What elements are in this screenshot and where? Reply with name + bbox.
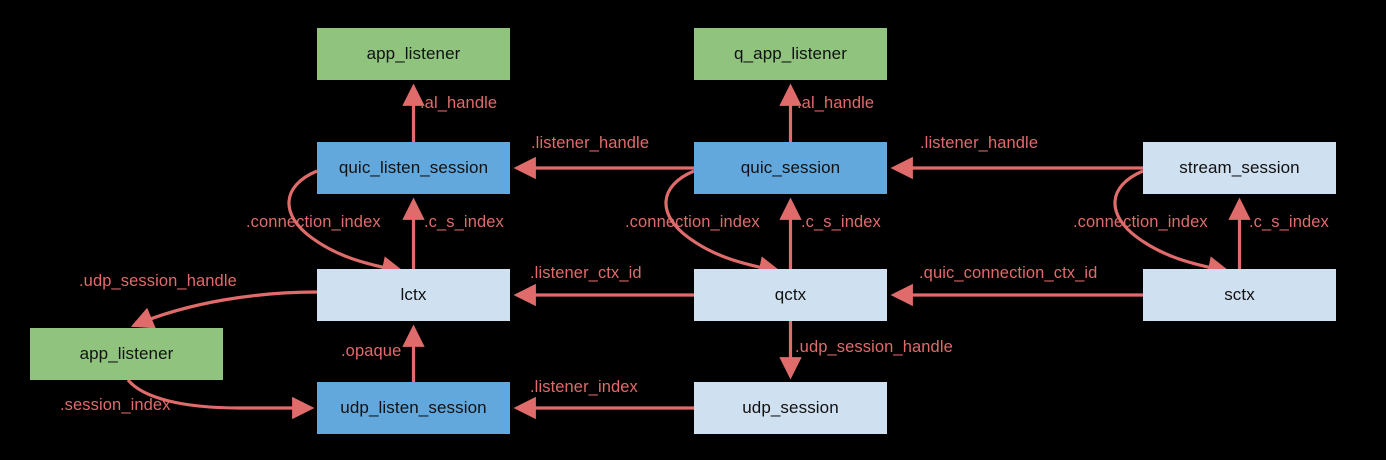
edge-label-connection-index-right: .connection_index [1073,213,1208,231]
node-label: stream_session [1179,158,1300,177]
edge-connection-index-right [1113,169,1231,279]
edge-connection-index-mid [664,169,782,279]
node-label: udp_session [742,398,839,417]
edge-udp-session-handle-left [130,290,318,329]
edge-label-connection-index-left: .connection_index [246,213,381,231]
node-lctx[interactable]: lctx [317,269,510,321]
node-quic-session[interactable]: quic_session [694,142,887,194]
edge-label-c-s-index-left: .c_s_index [424,213,504,231]
node-stream-session[interactable]: stream_session [1143,142,1336,194]
node-udp-listen-session[interactable]: udp_listen_session [317,382,510,434]
node-app-listener-top[interactable]: app_listener [317,28,510,80]
node-label: lctx [400,285,427,304]
edge-label-al-handle-right: .al_handle [797,94,875,112]
node-q-app-listener[interactable]: q_app_listener [694,28,887,80]
edge-label-connection-index-mid: .connection_index [625,213,760,231]
edge-label-listener-handle-right: .listener_handle [920,134,1039,152]
edge-label-udp-session-handle-left: .udp_session_handle [79,272,237,290]
node-label: sctx [1224,285,1255,304]
node-qctx[interactable]: qctx [694,269,887,321]
node-label: q_app_listener [734,44,847,63]
edge-label-listener-handle-left: .listener_handle [531,134,650,152]
node-label: app_listener [366,44,461,63]
edge-label-quic-connection-ctx-id: .quic_connection_ctx_id [919,264,1098,282]
edge-label-listener-index: .listener_index [530,378,638,396]
edge-label-c-s-index-right: .c_s_index [1249,213,1329,231]
edge-label-session-index: .session_index [60,396,171,414]
node-label: app_listener [79,344,174,363]
edge-label-udp-session-handle-mid: .udp_session_handle [795,338,953,356]
node-label: udp_listen_session [340,398,487,417]
node-label: quic_session [740,158,841,177]
edge-connection-index-left [287,169,405,279]
node-label: qctx [774,285,807,304]
node-app-listener-bottom[interactable]: app_listener [30,328,223,380]
node-quic-listen-session[interactable]: quic_listen_session [317,142,510,194]
edge-label-c-s-index-mid: .c_s_index [801,213,881,231]
edge-session-index [126,378,315,420]
node-sctx[interactable]: sctx [1143,269,1336,321]
node-label: quic_listen_session [338,158,489,177]
edge-label-al-handle-left: .al_handle [420,94,498,112]
edge-label-listener-ctx-id: .listener_ctx_id [530,264,642,282]
node-udp-session[interactable]: udp_session [694,382,887,434]
edge-label-opaque: .opaque [341,342,402,360]
